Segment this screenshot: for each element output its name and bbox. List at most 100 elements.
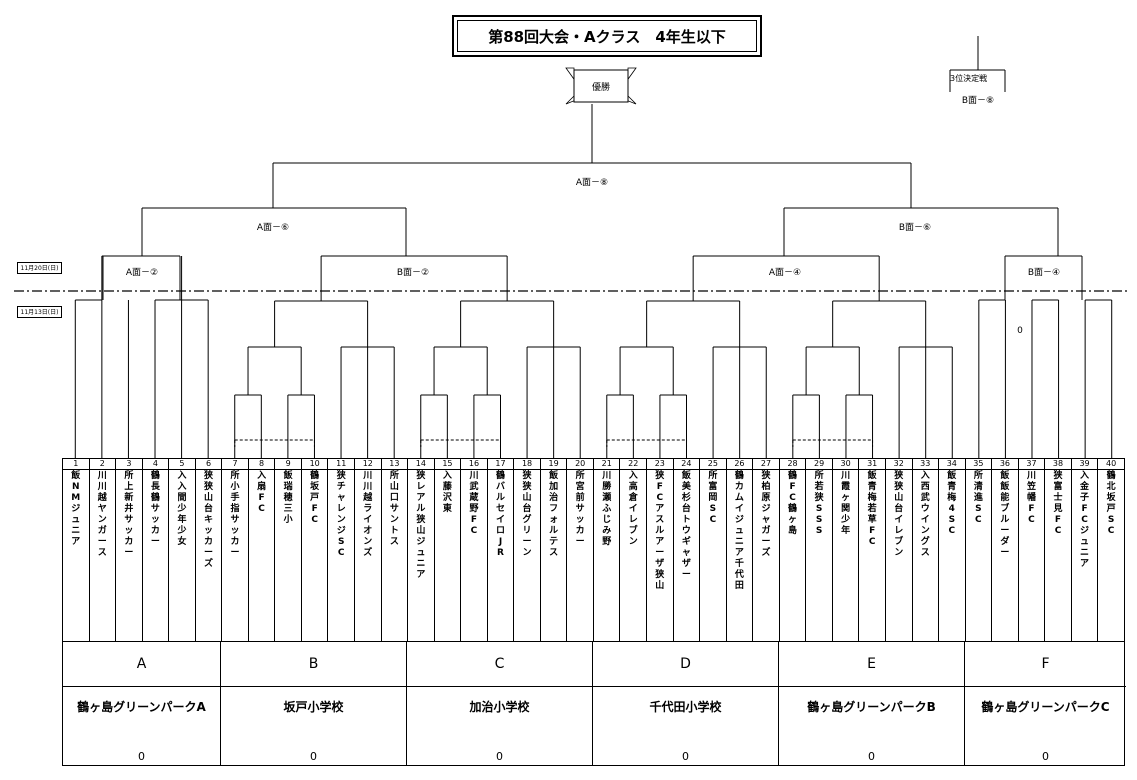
team-number: 35 <box>965 459 992 470</box>
venue-name: 加治小学校 <box>469 700 530 714</box>
team-number: 11 <box>328 459 355 470</box>
team-number: 6 <box>195 459 222 470</box>
team-number: 14 <box>408 459 434 470</box>
team-name: 川霞ヶ関少年 <box>841 471 851 536</box>
team-name: 狭チャレンジSC <box>336 471 346 558</box>
team-number: 2 <box>89 459 116 470</box>
team-number: 25 <box>700 459 726 470</box>
third-place-match: B面－⑧ <box>962 95 994 106</box>
team-number: 8 <box>248 459 275 470</box>
venue-letter: E <box>867 656 876 672</box>
team-name: 狭狭山台イレブン <box>894 471 904 558</box>
venue-separator <box>593 686 778 687</box>
quarter-match-label-4: B面－④ <box>1028 267 1060 278</box>
team-name: 入金子FCジュニア <box>1080 471 1090 569</box>
team-name: 川武蔵野FC <box>469 471 479 536</box>
venue-separator <box>221 686 406 687</box>
team-name: 飯青梅若草FC <box>867 471 877 547</box>
team-number: 7 <box>222 459 248 470</box>
team-number: 12 <box>355 459 381 470</box>
team-number: 29 <box>806 459 832 470</box>
quarter-match-label-2: B面－② <box>397 267 429 278</box>
semi-match-label-right: B面－⑥ <box>899 222 931 233</box>
date-upper: 11月20日(日) <box>17 262 62 274</box>
champion-label: 優勝 <box>592 81 610 93</box>
team-name: 飯飯能ブルーダー <box>1000 471 1010 558</box>
team-name: 所山口サントス <box>389 471 399 547</box>
final-match-label: A面－⑧ <box>576 177 608 188</box>
team-name: 鶴バルセイロJR <box>496 471 506 558</box>
team-name: 狭狭山台キッカーズ <box>203 471 213 569</box>
venue-name: 鶴ヶ島グリーンパークA <box>77 700 206 714</box>
team-name: 川勝瀬ふじみ野 <box>602 471 612 547</box>
team-number: 18 <box>514 459 540 470</box>
third-place-label: 3位決定戦 <box>950 74 988 83</box>
team-name: 川川越ヤンガース <box>97 471 107 558</box>
team-number: 19 <box>540 459 567 470</box>
team-name: 飯NMジュニア <box>71 471 81 547</box>
page-title: 第88回大会・Aクラス 4年生以下 <box>457 20 757 52</box>
venue-letter: F <box>1041 656 1050 672</box>
venue-letter: C <box>494 656 505 672</box>
team-name: 飯瑞穂三小 <box>283 471 293 525</box>
team-number: 40 <box>1098 459 1124 470</box>
venue-score: 0 <box>310 750 317 763</box>
team-name: 所富岡SC <box>708 471 718 525</box>
team-number: 30 <box>832 459 859 470</box>
team-number: 32 <box>885 459 912 470</box>
team-number: 34 <box>939 459 965 470</box>
team-name: 鶴坂戸FC <box>310 471 320 525</box>
team-name: 飯美杉台トウギャザー <box>681 471 691 580</box>
team-number: 21 <box>593 459 620 470</box>
team-number: 9 <box>275 459 301 470</box>
team-name: 鶴北坂戸SC <box>1106 471 1116 536</box>
venue-column: E 鶴ヶ島グリーンパークB 0 <box>779 642 965 765</box>
venue-name: 坂戸小学校 <box>283 700 344 714</box>
semi-match-label-left: A面－⑥ <box>257 222 289 233</box>
team-name: 川川越ライオンズ <box>363 471 373 558</box>
venue-letter: A <box>136 656 147 672</box>
team-number: 22 <box>620 459 647 470</box>
team-name: 入藤沢東 <box>442 471 452 514</box>
venue-name: 鶴ヶ島グリーンパークB <box>807 700 936 714</box>
venue-score: 0 <box>868 750 875 763</box>
team-name: 鶴長鶴サッカー <box>150 471 160 547</box>
team-number: 10 <box>301 459 328 470</box>
team-name: 飯加治フォルテス <box>549 471 559 558</box>
venue-name: 千代田小学校 <box>649 700 722 714</box>
title-box: 第88回大会・Aクラス 4年生以下 <box>452 15 762 57</box>
team-name: 所上新井サッカー <box>124 471 134 558</box>
team-name: 鶴FC鶴ヶ島 <box>788 471 798 536</box>
team-number: 13 <box>381 459 408 470</box>
team-number: 27 <box>753 459 779 470</box>
